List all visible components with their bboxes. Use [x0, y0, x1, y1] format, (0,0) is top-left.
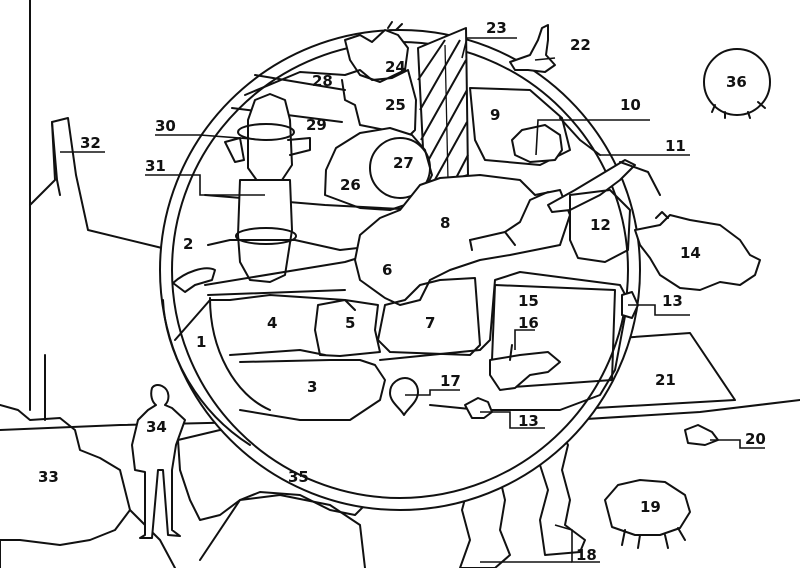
label-21: 21	[655, 371, 676, 389]
label-25: 25	[385, 96, 406, 114]
label-2: 2	[183, 235, 193, 253]
label-4: 4	[267, 314, 277, 332]
label-10: 10	[620, 96, 641, 114]
label-17: 17	[440, 372, 461, 390]
label-3: 3	[307, 378, 317, 396]
label-20: 20	[745, 430, 766, 448]
label-18: 18	[576, 546, 597, 564]
label-6: 6	[382, 261, 392, 279]
label-22: 22	[570, 36, 591, 54]
top-turret	[344, 21, 409, 83]
label-19: 19	[640, 498, 661, 516]
callout-labels: 1 2 3 4 5 6 7 8 9 10 11 12 13 13 14 15 1…	[38, 19, 766, 564]
interior-decks	[162, 69, 661, 446]
label-16: 16	[518, 314, 539, 332]
label-15: 15	[518, 292, 539, 310]
label-27: 27	[393, 154, 414, 172]
hatched-shaft	[417, 27, 469, 189]
label-34: 34	[146, 418, 167, 436]
label-5: 5	[345, 314, 355, 332]
leader-lines	[60, 37, 765, 563]
label-35: 35	[288, 468, 309, 486]
label-24: 24	[385, 58, 406, 76]
label-9: 9	[490, 106, 500, 124]
label-1: 1	[196, 333, 206, 351]
label-33: 33	[38, 468, 59, 486]
exterior-objects	[131, 24, 771, 549]
label-36: 36	[726, 73, 747, 91]
label-23: 23	[486, 19, 507, 37]
label-32: 32	[80, 134, 101, 152]
label-26: 26	[340, 176, 361, 194]
label-8: 8	[440, 214, 450, 232]
label-29: 29	[306, 116, 327, 134]
label-13a: 13	[662, 292, 683, 310]
label-28: 28	[312, 72, 333, 90]
label-13b: 13	[518, 412, 539, 430]
label-7: 7	[425, 314, 435, 332]
label-31: 31	[145, 157, 166, 175]
label-30: 30	[155, 117, 176, 135]
label-11: 11	[665, 137, 686, 155]
label-14: 14	[680, 244, 701, 262]
label-12: 12	[590, 216, 611, 234]
